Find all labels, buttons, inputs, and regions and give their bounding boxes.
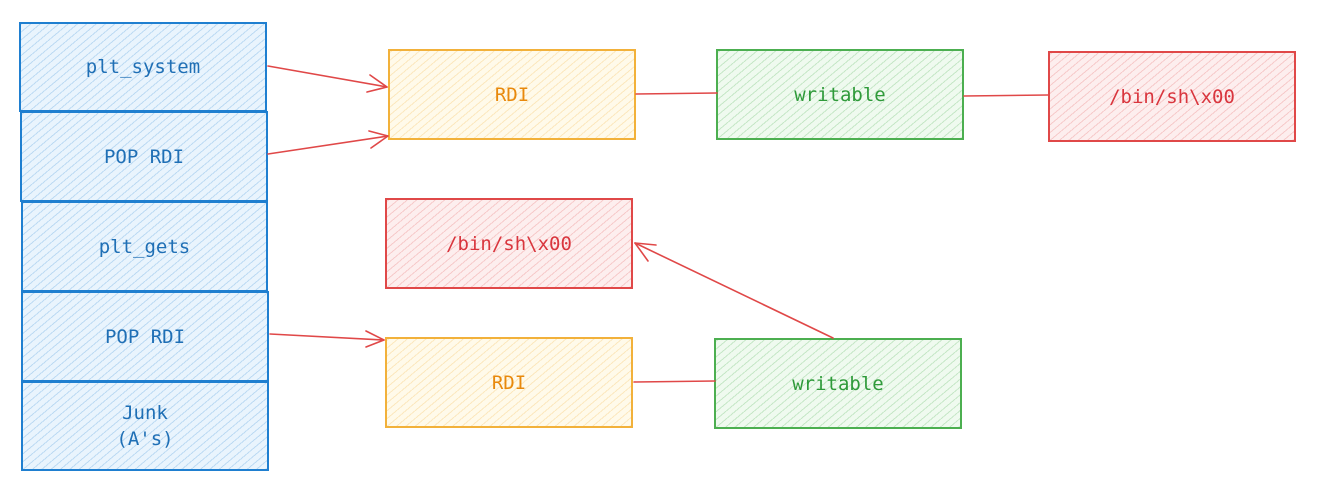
arrow-plt-system-to-rdi [267,65,388,88]
stack-cell-pop-rdi: POP RDI [20,111,268,202]
stack-cell-label: plt_system [85,56,201,78]
stack-cell-label: Junk (A's) [116,402,174,450]
rdi-register-box: RDI [385,337,633,428]
connector-writable-to-string [963,94,1049,97]
arrow-writable-to-string [634,242,834,339]
bin-sh-string-box: /bin/sh\x00 [1048,51,1296,142]
arrowhead [366,74,388,93]
stack-cell-label: plt_gets [98,235,191,258]
writable-label: writable [792,372,884,395]
stack-cell-label: POP RDI [103,145,185,168]
stack-cell-label: POP RDI [104,325,186,348]
arrow-pop-rdi-to-rdi-bottom [269,333,385,341]
stack-cell-plt-gets: plt_gets [21,201,268,292]
string-label: /bin/sh\x00 [446,232,572,255]
stack-cell-pop-rdi: POP RDI [21,291,269,382]
arrowhead [368,130,389,149]
connector-rdi-to-writable-bottom [633,380,716,383]
arrowhead [634,242,657,262]
stack-cell-junk: Junk (A's) [21,381,269,471]
string-label: /bin/sh\x00 [1109,85,1235,108]
register-label: RDI [491,371,527,394]
writable-memory-box: writable [714,338,962,429]
rdi-register-box: RDI [388,49,636,140]
bin-sh-string-box: /bin/sh\x00 [385,198,633,289]
register-label: RDI [494,83,530,106]
writable-memory-box: writable [716,49,964,140]
connector-rdi-to-writable [635,92,718,95]
stack-cell-plt-system: plt_system [19,22,267,112]
arrowhead [365,330,385,348]
writable-label: writable [794,83,886,106]
arrow-pop-rdi-to-rdi [267,135,389,155]
